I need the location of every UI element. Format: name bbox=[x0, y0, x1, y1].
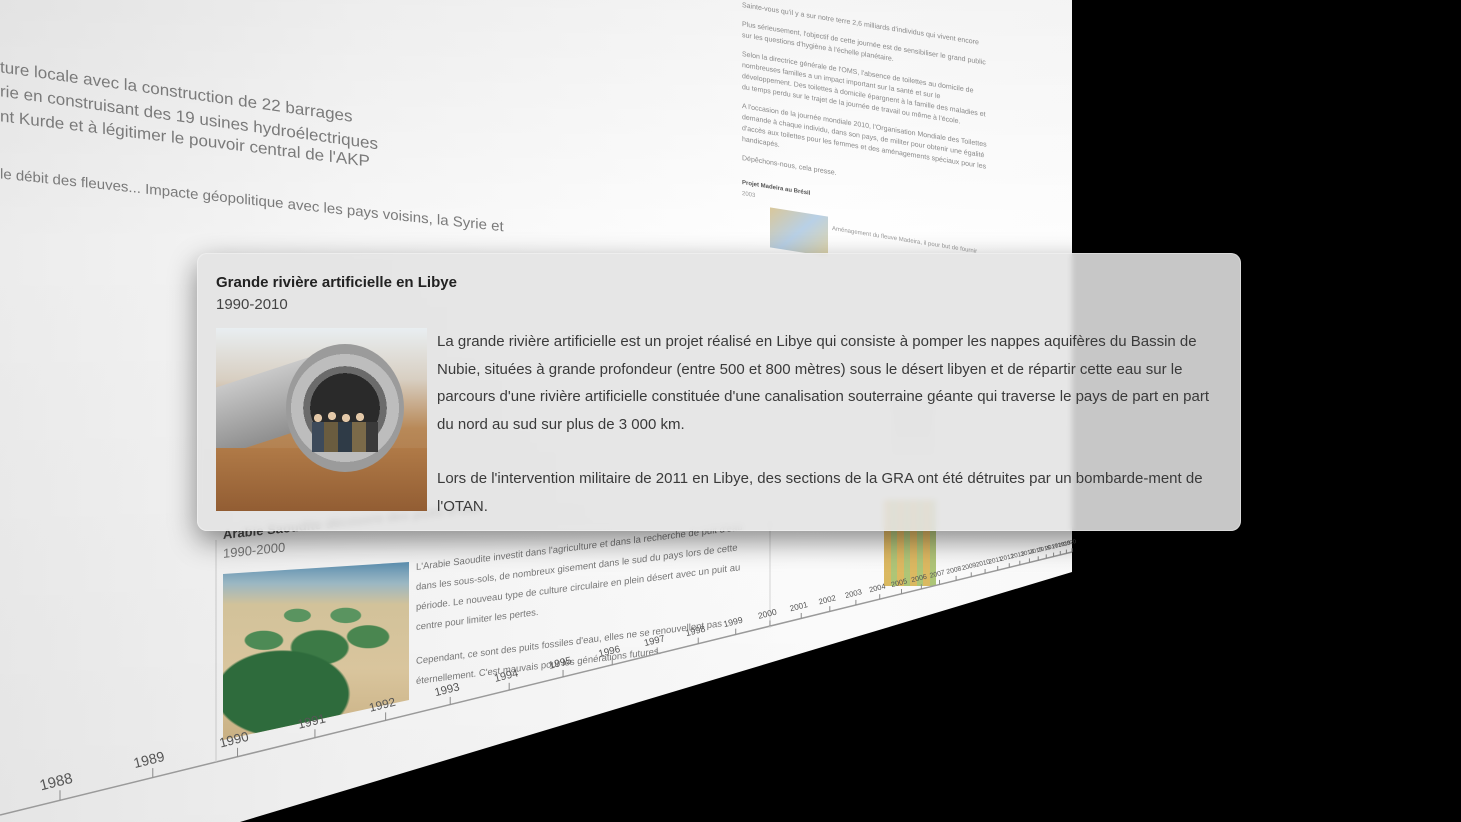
timeline-year-label[interactable]: 1999 bbox=[722, 615, 744, 629]
popup-description: La grande rivière artificielle est un pr… bbox=[437, 328, 1227, 547]
pipe-opening-shape bbox=[286, 344, 404, 472]
timeline-year-label[interactable]: 2019 bbox=[1058, 540, 1072, 549]
timeline-year-label[interactable]: 1990 bbox=[218, 729, 251, 751]
popup-title: Grande rivière artificielle en Libye bbox=[216, 274, 457, 291]
timeline-year-label[interactable]: 2009 bbox=[961, 562, 977, 572]
timeline-year-label[interactable]: 2008 bbox=[946, 565, 963, 576]
timeline-year-label[interactable]: 2000 bbox=[757, 607, 778, 621]
timeline-year-label[interactable]: 1997 bbox=[643, 633, 666, 649]
timeline-year-label[interactable]: 1994 bbox=[493, 667, 519, 685]
timeline-year-label[interactable]: 1995 bbox=[548, 656, 573, 672]
timeline-year-label[interactable]: 2013 bbox=[1010, 550, 1026, 560]
event-detail-popup[interactable]: Grande rivière artificielle en Libye 199… bbox=[197, 253, 1241, 531]
timeline-ticks: 1988 1989 1990 1991 1992 1993 1994 1995 1996 1997… bbox=[38, 539, 1077, 801]
timeline-year-label[interactable]: 1991 bbox=[296, 711, 327, 731]
timeline-year-label[interactable]: 2001 bbox=[789, 600, 809, 613]
popup-photo[interactable] bbox=[216, 328, 427, 511]
popup-paragraph: Lors de l'intervention militaire de 2011… bbox=[437, 470, 1203, 515]
timeline-year-label[interactable]: 2005 bbox=[890, 576, 908, 589]
timeline-year-label[interactable]: 2004 bbox=[868, 582, 886, 595]
timeline-year-label[interactable]: 2015 bbox=[1029, 547, 1044, 556]
timeline-year-label[interactable]: 2018 bbox=[1051, 542, 1065, 551]
timeline-year-label[interactable]: 2012 bbox=[1000, 553, 1016, 563]
popup-paragraph: La grande rivière artificielle est un pr… bbox=[437, 333, 1210, 433]
timeline-year-label[interactable]: 2010 bbox=[975, 558, 991, 568]
timeline-year-label[interactable]: 1992 bbox=[368, 695, 398, 715]
timeline-year-label[interactable]: 2003 bbox=[844, 587, 863, 600]
timeline-year-label[interactable]: 2017 bbox=[1045, 543, 1059, 552]
timeline-year-label[interactable]: 1988 bbox=[38, 770, 74, 795]
timeline-year-label[interactable]: 2020 bbox=[1063, 539, 1077, 548]
timeline-year-label[interactable]: 2011 bbox=[988, 556, 1003, 566]
timeline-year-label[interactable]: 1998 bbox=[684, 624, 706, 639]
timeline-year-label[interactable]: 2006 bbox=[910, 573, 927, 585]
timeline-year-label[interactable]: 1993 bbox=[433, 681, 460, 699]
timeline-year-label[interactable]: 2014 bbox=[1020, 548, 1035, 558]
timeline-year-label[interactable]: 2002 bbox=[818, 593, 837, 606]
timeline-year-label[interactable]: 1996 bbox=[597, 644, 621, 660]
timeline-year-label[interactable]: 2016 bbox=[1037, 545, 1052, 554]
timeline-year-label[interactable]: 1989 bbox=[132, 748, 166, 771]
workers-group-shape bbox=[312, 412, 378, 452]
popup-year: 1990-2010 bbox=[216, 296, 288, 313]
timeline-year-label[interactable]: 2007 bbox=[929, 569, 946, 580]
timeline-axis-line bbox=[0, 551, 1073, 816]
